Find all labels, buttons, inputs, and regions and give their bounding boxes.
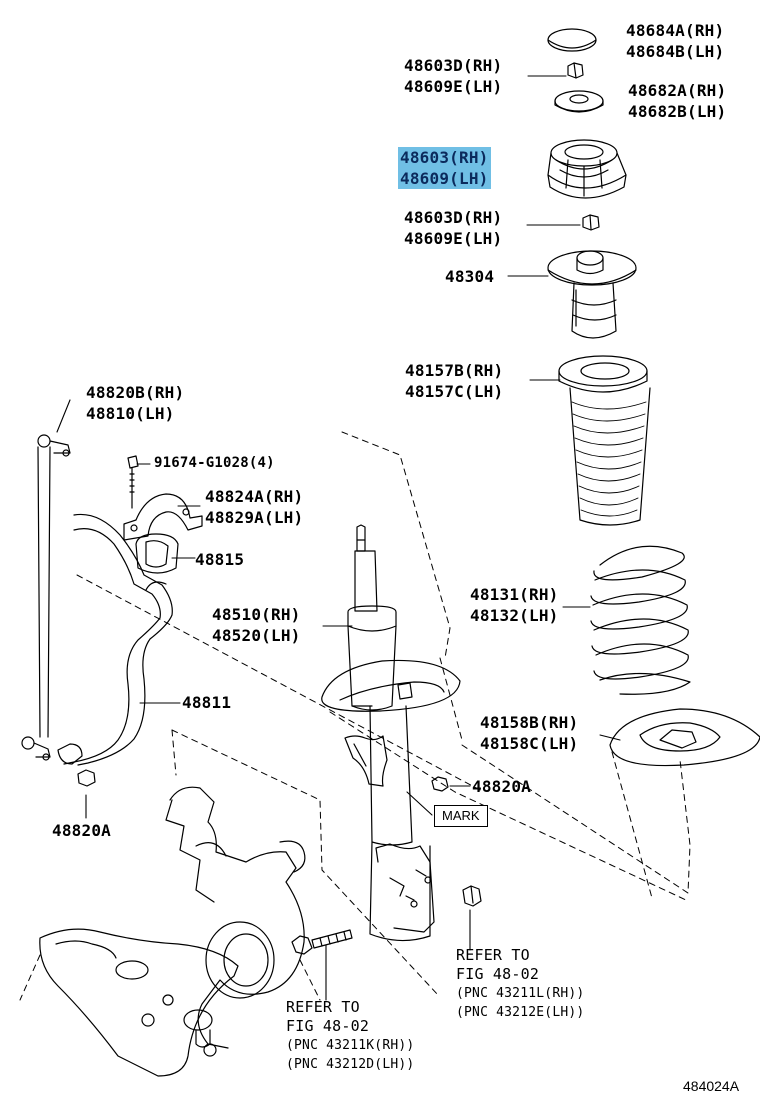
part-label-48304[interactable]: 48304	[445, 266, 494, 287]
nut-48603d-top	[568, 63, 583, 78]
part-number-rh: 48603(RH)	[400, 148, 489, 167]
part-number-lh: 48609(LH)	[400, 169, 489, 188]
lower-insulator-48158	[610, 709, 760, 766]
nut-48603d-lower	[583, 215, 599, 230]
part-label-91674[interactable]: 91674-G1028(4)	[154, 454, 275, 473]
part-label-48131[interactable]: 48131(RH) 48132(LH)	[470, 584, 559, 626]
part-number-lh: 48158C(LH)	[480, 734, 579, 753]
part-number-rh: 48603D(RH)	[404, 208, 503, 227]
part-label-48811[interactable]: 48811	[182, 692, 231, 713]
part-number: 48820A	[52, 821, 111, 840]
bolt-91674	[128, 456, 138, 508]
part-label-48603d-top[interactable]: 48603D(RH) 48609E(LH)	[404, 55, 502, 97]
dust-cap-48684	[548, 29, 596, 51]
refer-pnc-rh: (PNC 43211L(RH))	[456, 986, 585, 1001]
refer-fig: FIG 48-02	[456, 965, 540, 983]
part-number-lh: 48829A(LH)	[205, 508, 304, 527]
bump-stopper-48304	[548, 251, 636, 338]
coil-spring-48131	[591, 546, 690, 694]
dust-boot-48157	[559, 356, 650, 525]
part-number-rh: 48824A(RH)	[205, 487, 304, 506]
refer-line: REFER TO	[286, 998, 360, 1016]
part-number-rh: 48684A(RH)	[626, 21, 725, 40]
part-number-lh: 48157C(LH)	[405, 382, 504, 401]
part-label-48820b[interactable]: 48820B(RH) 48810(LH)	[86, 382, 184, 424]
part-number: 48820A	[472, 777, 531, 796]
part-label-48682[interactable]: 48682A(RH) 48682B(LH)	[628, 80, 726, 122]
part-number: 91674-G1028(4)	[154, 455, 275, 471]
nut-48820a-left	[78, 770, 95, 786]
bushing-48815	[136, 534, 178, 573]
part-label-48603-highlighted[interactable]: 48603(RH) 48609(LH)	[398, 147, 491, 189]
part-label-48603d-lower[interactable]: 48603D(RH) 48609E(LH)	[404, 207, 502, 249]
bolt-48-02-left	[292, 930, 352, 954]
stabilizer-link-48820b	[22, 435, 70, 760]
part-number-rh: 48158B(RH)	[480, 713, 579, 732]
part-label-48158[interactable]: 48158B(RH) 48158C(LH)	[480, 712, 578, 754]
part-label-48820a-right[interactable]: 48820A	[472, 776, 531, 797]
part-number: 48815	[195, 550, 245, 569]
part-label-48820a-left[interactable]: 48820A	[52, 820, 111, 841]
refer-pnc-lh: (PNC 43212E(LH))	[456, 1005, 585, 1020]
leader-lines	[57, 76, 620, 1000]
part-number-rh: 48682A(RH)	[628, 81, 727, 100]
nut-48820a-right	[432, 777, 448, 791]
part-number-lh: 48609E(LH)	[404, 229, 503, 248]
knuckle-and-lower-arm	[40, 787, 305, 1076]
upper-support-48603	[548, 140, 626, 198]
part-number-lh: 48520(LH)	[212, 626, 301, 645]
part-number-lh: 48684B(LH)	[626, 42, 725, 61]
washer-48682	[555, 91, 603, 112]
part-number-rh: 48820B(RH)	[86, 383, 185, 402]
part-number: 48304	[445, 267, 495, 286]
part-number-rh: 48131(RH)	[470, 585, 559, 604]
refer-fig: FIG 48-02	[286, 1017, 370, 1035]
part-label-48815[interactable]: 48815	[195, 549, 244, 570]
shock-absorber-48510	[322, 525, 460, 941]
part-label-48510[interactable]: 48510(RH) 48520(LH)	[212, 604, 301, 646]
refer-pnc-lh: (PNC 43212D(LH))	[286, 1057, 415, 1072]
refer-pnc-rh: (PNC 43211K(RH))	[286, 1038, 415, 1053]
stabilizer-bar-48811	[58, 514, 172, 765]
part-number: 48811	[182, 693, 232, 712]
alignment-dashed-lines	[20, 432, 690, 1000]
part-number-lh: 48682B(LH)	[628, 102, 727, 121]
part-label-48157[interactable]: 48157B(RH) 48157C(LH)	[405, 360, 503, 402]
part-number-rh: 48157B(RH)	[405, 361, 504, 380]
refer-line: REFER TO	[456, 946, 530, 964]
part-number-lh: 48609E(LH)	[404, 77, 503, 96]
figure-code: 484024A	[683, 1078, 740, 1094]
part-label-48684[interactable]: 48684A(RH) 48684B(LH)	[626, 20, 724, 62]
part-number-rh: 48603D(RH)	[404, 56, 503, 75]
mark-callout: MARK	[434, 805, 488, 827]
bolt-48-02-right	[463, 886, 481, 906]
part-number-lh: 48132(LH)	[470, 606, 559, 625]
part-number-lh: 48810(LH)	[86, 404, 175, 423]
part-number-rh: 48510(RH)	[212, 605, 301, 624]
part-label-48824[interactable]: 48824A(RH) 48829A(LH)	[205, 486, 303, 528]
bracket-48824	[124, 494, 202, 540]
